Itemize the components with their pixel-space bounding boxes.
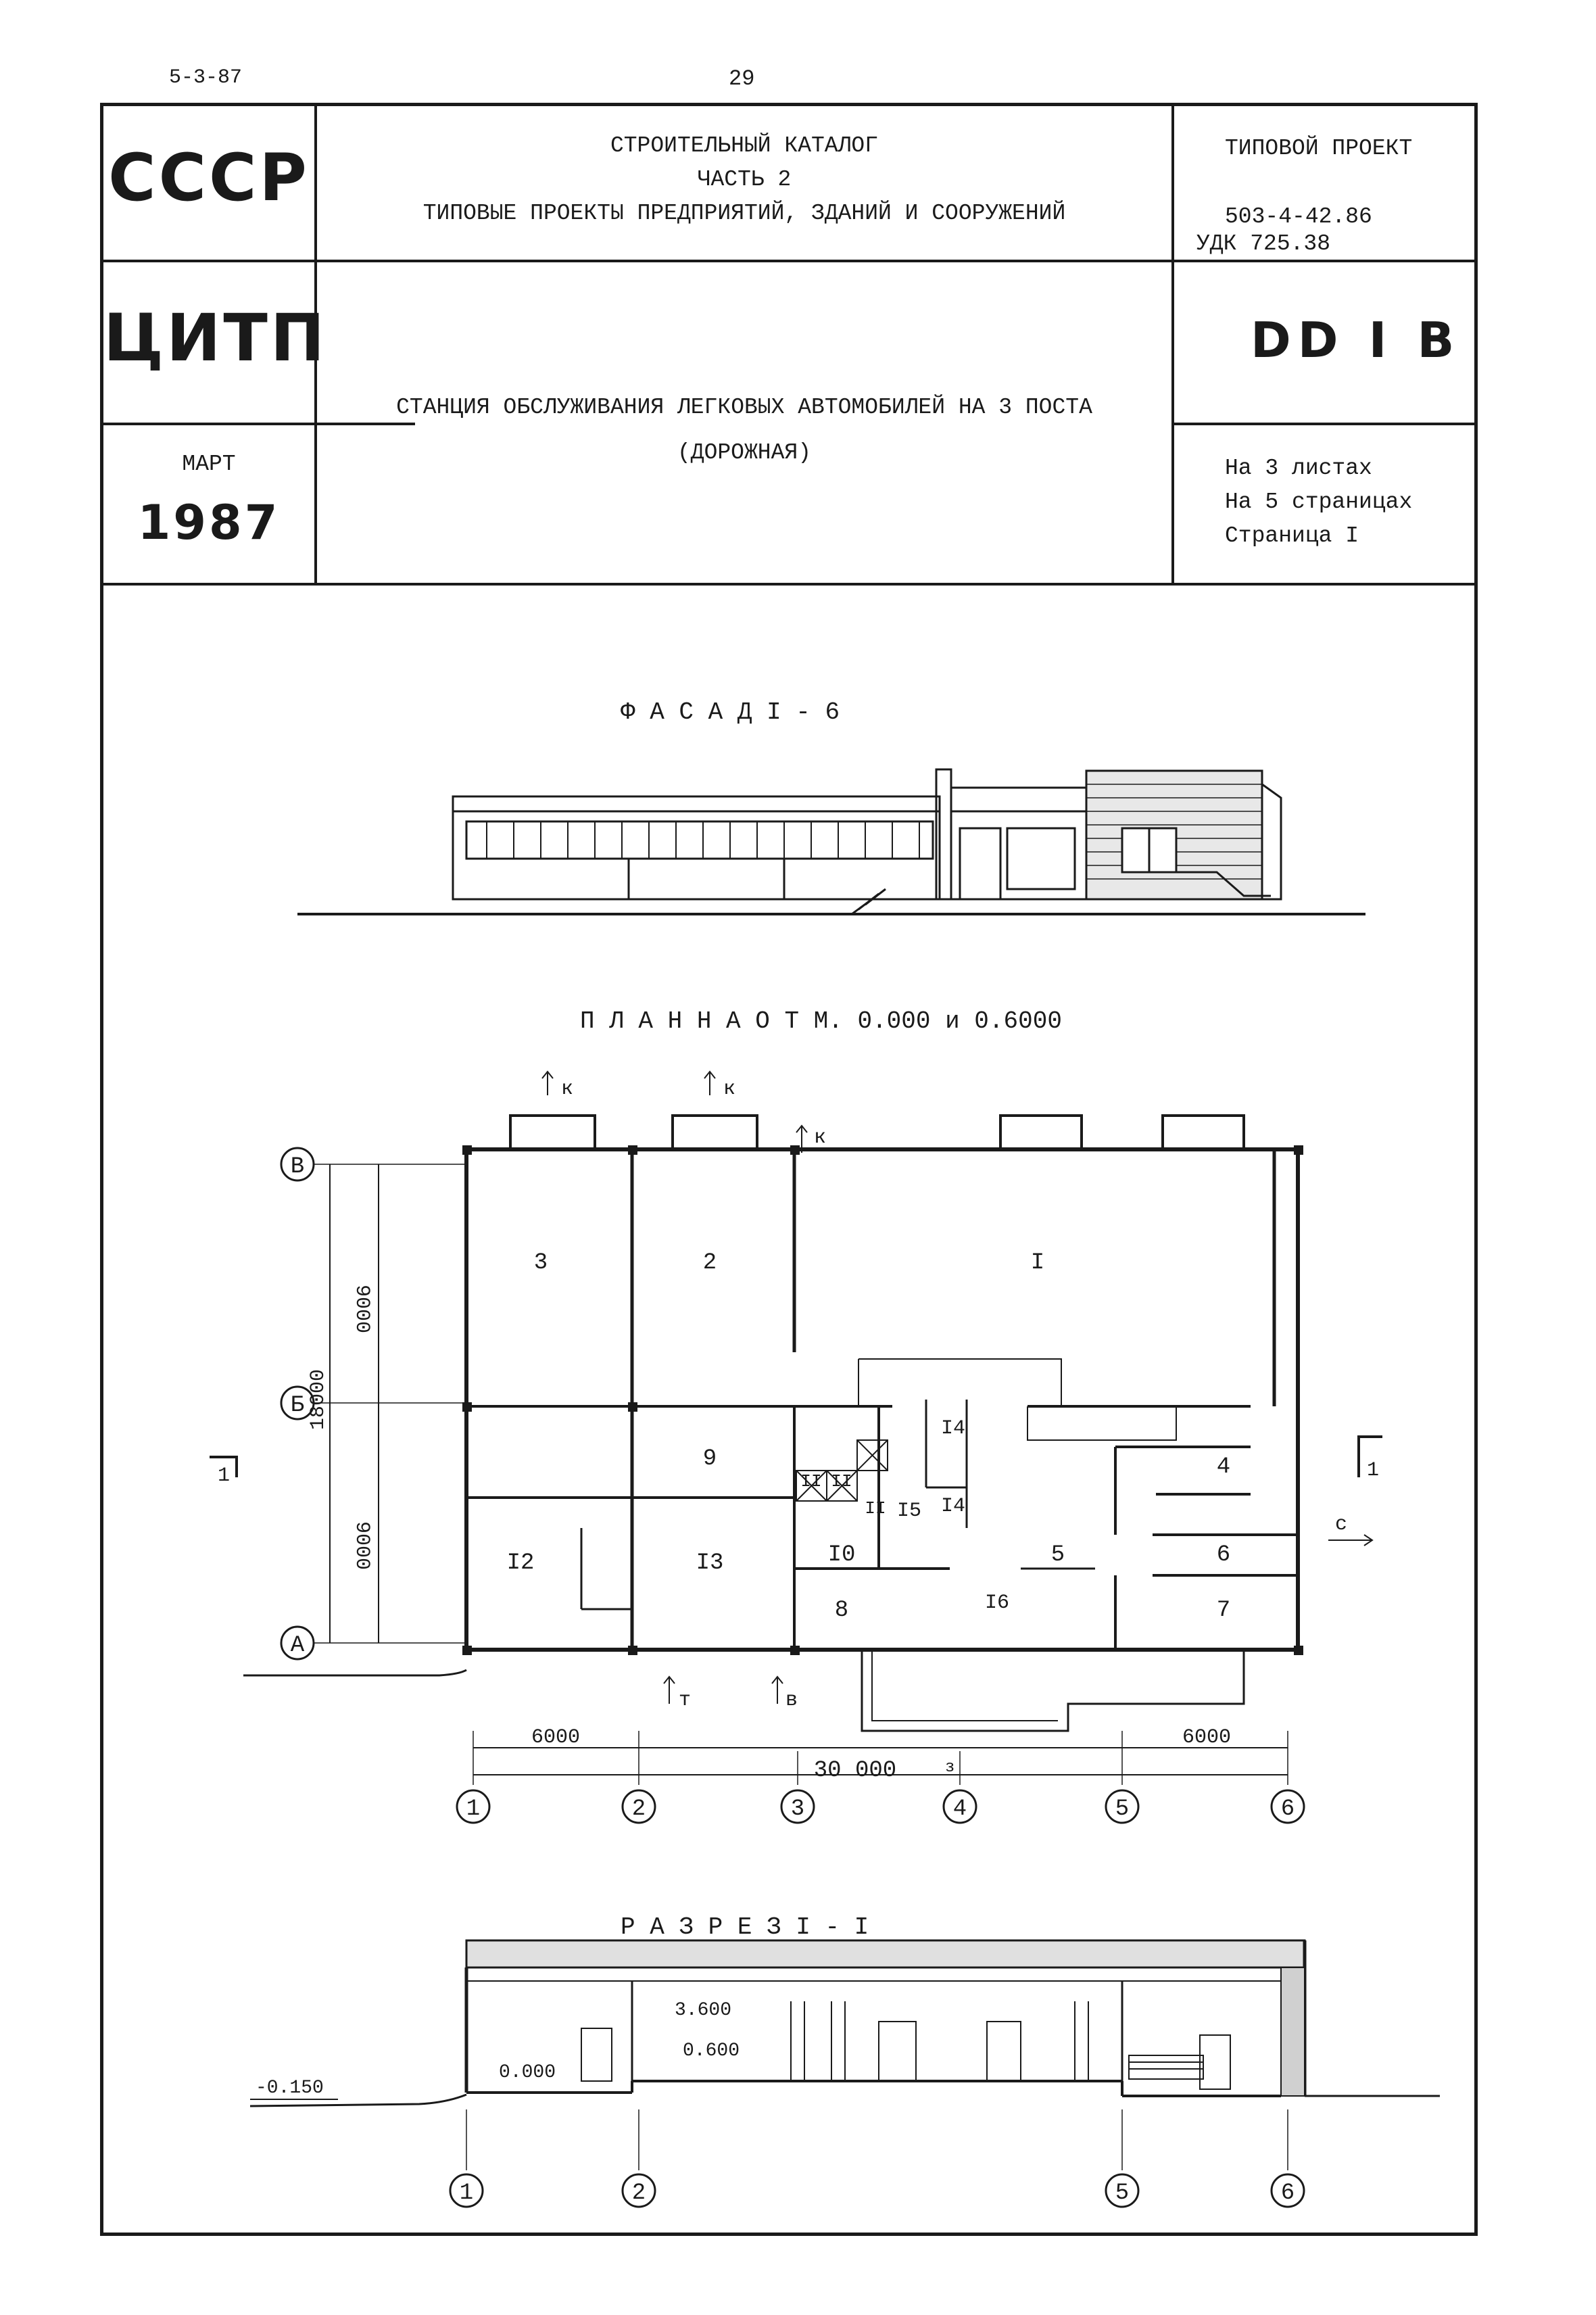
divider <box>1171 103 1174 584</box>
room-label: 5 <box>1051 1542 1065 1568</box>
room-label: 6 <box>1217 1542 1230 1568</box>
entrance-label: с <box>1335 1513 1347 1536</box>
room-label: I5 <box>897 1500 921 1523</box>
level-mark: 0.600 <box>683 2040 740 2061</box>
room-label: II <box>800 1471 821 1491</box>
pages-count: На 5 страницах <box>1225 490 1413 515</box>
room-label: I4 <box>941 1417 965 1440</box>
catalog-title: СТРОИТЕЛЬНЫЙ КАТАЛОГ <box>610 133 879 158</box>
entrance-label: к <box>814 1126 826 1149</box>
room-label: 9 <box>703 1446 717 1472</box>
section-axis-label: 5 <box>1115 2180 1129 2206</box>
axis-label-col: 2 <box>632 1796 646 1822</box>
room-label: I6 <box>985 1592 1009 1615</box>
axis-label-row: В <box>291 1154 304 1180</box>
room-label: I0 <box>828 1542 856 1568</box>
level-mark: 3.600 <box>675 2000 731 2021</box>
entrance-label: к <box>723 1078 735 1101</box>
room-label: II <box>865 1498 886 1519</box>
divider <box>100 583 1478 586</box>
catalog-part: ЧАСТЬ 2 <box>697 167 792 192</box>
project-number: 503-4-42.86 <box>1225 204 1372 229</box>
year-label: 1987 <box>137 495 281 550</box>
axis-label-row: Б <box>291 1393 304 1418</box>
project-subtitle: (ДОРОЖНАЯ) <box>677 440 812 465</box>
section-axis-label: 1 <box>460 2180 473 2206</box>
room-label: 3 <box>534 1250 548 1276</box>
sheets-count: На 3 листах <box>1225 456 1372 481</box>
level-mark: -0.150 <box>256 2078 324 2099</box>
room-label: 2 <box>703 1250 717 1276</box>
dim-label: 6000 <box>1182 1726 1231 1749</box>
current-page: Страница I <box>1225 523 1359 548</box>
section-axis-label: 6 <box>1281 2180 1295 2206</box>
room-label: I3 <box>696 1550 724 1576</box>
divider <box>1171 423 1478 425</box>
catalog-subtitle: ТИПОВЫЕ ПРОЕКТЫ ПРЕДПРИЯТИЙ, ЗДАНИЙ И СО… <box>422 201 1066 226</box>
dim-label: 18000 <box>307 1369 330 1430</box>
dim-label: 9000 <box>350 1521 373 1570</box>
facade-title: Ф А С А Д I - 6 <box>621 698 840 726</box>
axis-label-col: 3 <box>791 1796 804 1822</box>
room-label: 7 <box>1217 1598 1230 1623</box>
plan-title: П Л А Н Н А О Т М. 0.000 и 0.6000 <box>580 1007 1062 1035</box>
room-label: 4 <box>1217 1454 1230 1480</box>
ussr-label: СССР <box>108 140 310 216</box>
room-label: I <box>1031 1250 1044 1276</box>
entrance-label: т <box>679 1689 691 1712</box>
sheet-code: 5-3-87 <box>169 66 243 89</box>
divider <box>100 423 415 425</box>
facade-elevation <box>297 768 1365 915</box>
section-title: Р А З Р Е З I - I <box>621 1913 869 1941</box>
entrance-label: в <box>785 1689 798 1712</box>
sheet-series-code: DD I B <box>1251 312 1461 368</box>
udk-code: УДК 725.38 <box>1196 231 1331 256</box>
cut-label: 1 <box>218 1464 230 1487</box>
entrance-label: з <box>945 1759 954 1777</box>
axis-label-row: А <box>291 1633 305 1658</box>
axis-label-col: 1 <box>466 1796 480 1822</box>
entrance-label: к <box>561 1078 573 1101</box>
room-label: I2 <box>507 1550 535 1576</box>
divider <box>314 103 317 584</box>
dim-label: 9000 <box>350 1285 373 1333</box>
divider <box>100 260 1478 262</box>
citp-label: ЦИТП <box>103 300 328 376</box>
project-title: СТАНЦИЯ ОБСЛУЖИВАНИЯ ЛЕГКОВЫХ АВТОМОБИЛЕ… <box>396 395 1092 420</box>
level-mark: 0.000 <box>499 2062 556 2083</box>
axis-label-col: 5 <box>1115 1796 1129 1822</box>
dim-label: 30 000 <box>814 1758 896 1784</box>
typical-project-label: ТИПОВОЙ ПРОЕКТ <box>1225 136 1413 161</box>
room-label: I4 <box>941 1495 965 1518</box>
floor-plan <box>210 1070 1382 1824</box>
room-label: 8 <box>835 1598 848 1623</box>
month-label: МАРТ <box>182 452 236 477</box>
section-cut <box>243 1669 1440 2208</box>
axis-label-col: 4 <box>953 1796 967 1822</box>
axis-label-col: 6 <box>1281 1796 1295 1822</box>
page-number: 29 <box>729 66 755 91</box>
page-frame <box>100 103 1478 2236</box>
cut-label: 1 <box>1367 1459 1379 1482</box>
room-label: II <box>831 1471 852 1491</box>
dim-label: 6000 <box>531 1726 580 1749</box>
section-axis-label: 2 <box>632 2180 646 2206</box>
